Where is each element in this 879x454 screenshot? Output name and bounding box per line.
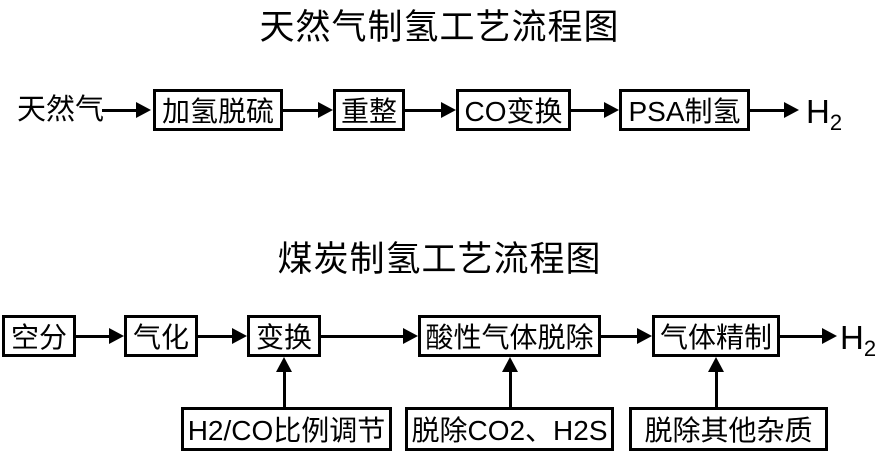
right-arrow-icon bbox=[102, 102, 151, 118]
right-arrow-icon bbox=[750, 102, 799, 118]
process-box-label: 空分 bbox=[10, 322, 67, 353]
process-box-gasification: 气化 bbox=[124, 315, 198, 357]
hydrogen-symbol: H bbox=[840, 319, 864, 356]
up-arrow-icon bbox=[502, 357, 518, 407]
process-box-label: 重整 bbox=[340, 96, 397, 127]
hydrogen-subscript: 2 bbox=[863, 336, 877, 361]
right-arrow-icon bbox=[198, 328, 247, 344]
note-box-label: 脱除其他杂质 bbox=[644, 415, 813, 446]
process-box-label: 加氢脱硫 bbox=[161, 96, 274, 127]
process-box-label: CO变换 bbox=[464, 96, 563, 127]
process-box-label: 气化 bbox=[132, 322, 189, 353]
up-arrow-icon bbox=[276, 357, 292, 407]
note-box-h2co-ratio-adjust: H2/CO比例调节 bbox=[181, 407, 392, 451]
note-box-co2-h2s-removal: 脱除CO2、H2S bbox=[405, 407, 614, 451]
note-box-label: H2/CO比例调节 bbox=[187, 415, 386, 446]
process-box-label: PSA制氢 bbox=[628, 96, 741, 127]
hydrogen-output-label: H2 bbox=[806, 95, 842, 139]
natural-gas-source-label: 天然气 bbox=[17, 94, 105, 126]
up-arrow-icon bbox=[708, 357, 724, 407]
hydrogen-subscript: 2 bbox=[829, 110, 843, 135]
process-box-reforming: 重整 bbox=[333, 89, 405, 131]
process-box-gas-purification: 气体精制 bbox=[652, 315, 780, 357]
process-box-co-shift: CO变换 bbox=[456, 89, 571, 131]
process-box-label: 变换 bbox=[255, 322, 312, 353]
right-arrow-icon bbox=[405, 102, 456, 118]
hydrogen-output-label: H2 bbox=[840, 321, 876, 365]
right-arrow-icon bbox=[780, 328, 837, 344]
process-box-label: 气体精制 bbox=[659, 322, 772, 353]
right-arrow-icon bbox=[601, 328, 652, 344]
right-arrow-icon bbox=[283, 102, 333, 118]
right-arrow-icon bbox=[321, 328, 418, 344]
process-box-shift: 变换 bbox=[247, 315, 321, 357]
note-box-other-impurities-removal: 脱除其他杂质 bbox=[629, 407, 828, 451]
process-box-psa-hydrogen: PSA制氢 bbox=[619, 89, 750, 131]
diagram1-title: 天然气制氢工艺流程图 bbox=[259, 8, 620, 47]
process-box-acid-gas-removal: 酸性气体脱除 bbox=[418, 315, 601, 357]
note-box-label: 脱除CO2、H2S bbox=[411, 415, 608, 446]
process-box-hydrodesulfurization: 加氢脱硫 bbox=[153, 89, 283, 131]
process-box-label: 酸性气体脱除 bbox=[425, 322, 594, 353]
right-arrow-icon bbox=[76, 328, 124, 344]
diagram2-title: 煤炭制氢工艺流程图 bbox=[277, 240, 602, 279]
process-box-air-separation: 空分 bbox=[2, 315, 76, 357]
hydrogen-symbol: H bbox=[806, 93, 830, 130]
right-arrow-icon bbox=[571, 102, 619, 118]
